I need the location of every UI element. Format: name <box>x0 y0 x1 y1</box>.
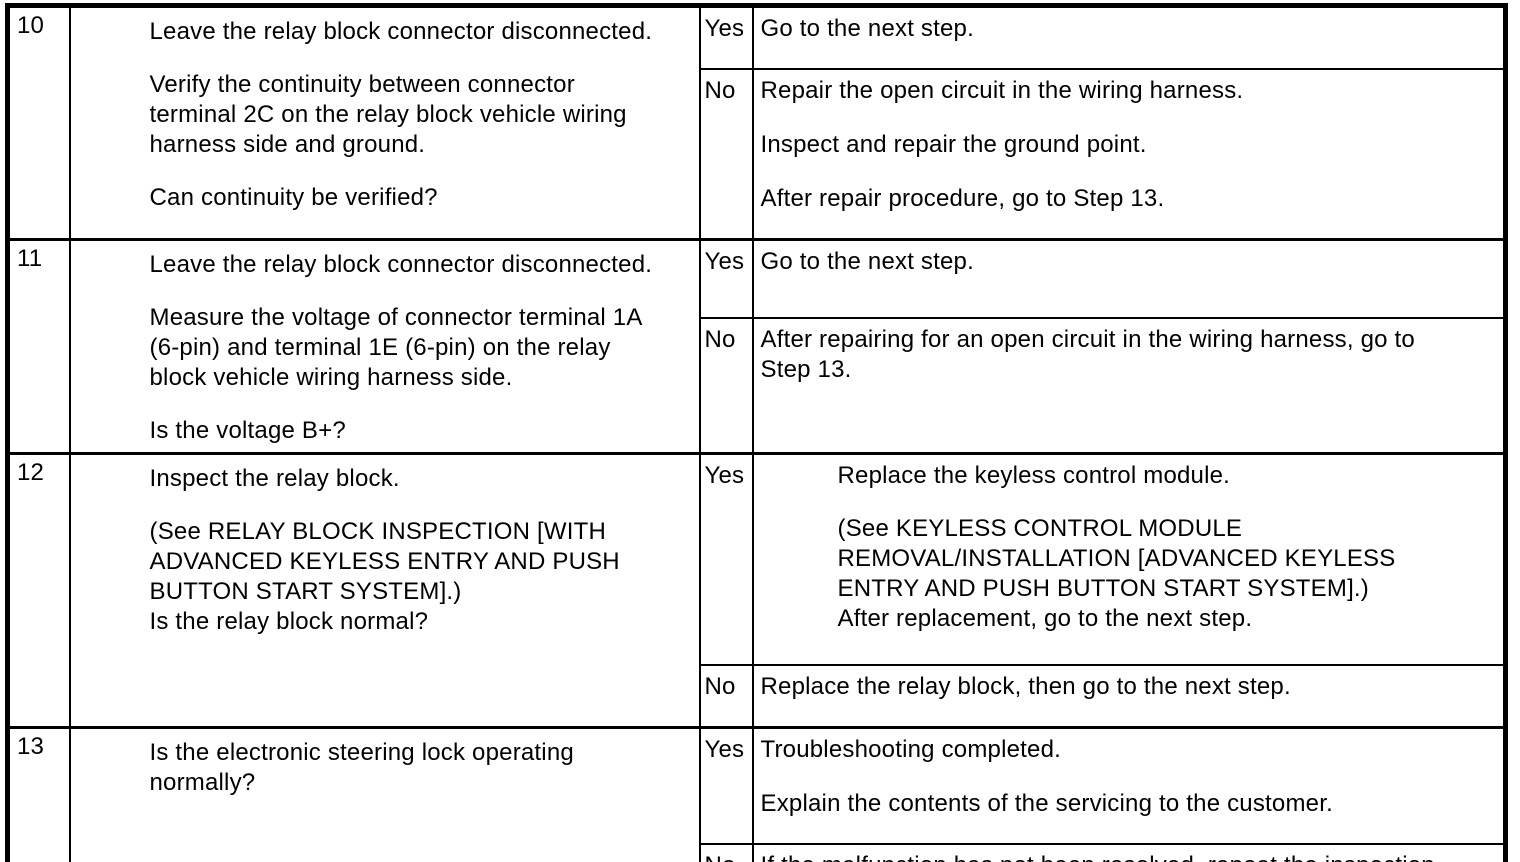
step-number: 12 <box>17 459 45 486</box>
action-text: Inspect the relay block. <box>149 465 400 492</box>
action-cell: Is the electronic steering lock operatin… <box>68 725 701 862</box>
result-text: After repairing for an open circuit in t… <box>760 325 1415 383</box>
result-text: After replacement, go to the next step. <box>837 605 1253 632</box>
result-text: After repair procedure, go to Step 13. <box>760 185 1165 212</box>
no-label-cell: No <box>698 842 754 862</box>
step-number-cell: 13 <box>6 725 71 862</box>
action-text: Is the electronic steering lock operatin… <box>149 738 574 796</box>
action-text: Verify the continuity between connector … <box>149 71 627 158</box>
action-item: Leave the relay block connector disconne… <box>72 17 698 47</box>
bullet-icon <box>119 17 150 47</box>
action-text: Measure the voltage of connector termina… <box>149 304 642 391</box>
bullet-icon <box>807 461 838 491</box>
step-number: 13 <box>17 732 45 760</box>
yes-result-cell: Go to the next step. <box>751 238 1507 319</box>
bullet-icon <box>119 250 150 280</box>
result-text: Replace the keyless control module. <box>837 462 1231 489</box>
action-item: Is the electronic steering lock operatin… <box>72 738 698 798</box>
yes-label-cell: Yes <box>698 725 754 845</box>
action-text: Leave the relay block connector disconne… <box>149 251 653 278</box>
no-label-cell: No <box>698 68 754 241</box>
action-text: Is the relay block normal? <box>149 608 429 635</box>
result-item: Replace the keyless control module. <box>761 461 1496 491</box>
action-item: Inspect the relay block. <box>72 464 698 494</box>
table-row: No If the malfunction has not been resol… <box>8 842 1507 862</box>
action-text: Can continuity be verified? <box>149 184 438 211</box>
table-row: 11 Leave the relay block connector disco… <box>6 238 1507 455</box>
yes-label: Yes <box>704 15 745 42</box>
no-result-cell: Repair the open circuit in the wiring ha… <box>751 68 1507 241</box>
result-text: Go to the next step. <box>760 15 974 42</box>
yes-label: Yes <box>704 735 745 763</box>
action-item: Can continuity be verified? <box>72 183 698 213</box>
step-number-cell: 10 <box>6 4 71 241</box>
step-number: 11 <box>17 245 43 272</box>
table-row: 10 Leave the relay block connector disco… <box>6 4 1507 241</box>
bullet-icon <box>119 464 150 494</box>
no-result-cell: After repairing for an open circuit in t… <box>751 316 1507 455</box>
action-cell: Leave the relay block connector disconne… <box>68 238 701 455</box>
yes-label-cell: Yes <box>698 452 754 666</box>
action-item: Is the relay block normal? <box>72 607 698 637</box>
yes-label: Yes <box>704 248 745 275</box>
result-text: Replace the relay block, then go to the … <box>760 672 1291 700</box>
yes-result-cell: Go to the next step. <box>751 4 1507 70</box>
no-label: No <box>704 325 736 353</box>
no-label: No <box>704 77 736 104</box>
table-row: No After repairing for an open circuit i… <box>8 316 1507 455</box>
action-item: Leave the relay block connector disconne… <box>72 250 698 280</box>
yes-result-cell: Troubleshooting completed. Explain the c… <box>751 725 1507 845</box>
no-label: No <box>704 672 736 700</box>
action-text: Leave the relay block connector disconne… <box>149 18 653 45</box>
result-text: Go to the next step. <box>760 248 974 275</box>
bullet-icon <box>119 607 150 637</box>
step-number-cell: 12 <box>6 452 71 728</box>
step-number-cell: 11 <box>6 238 71 455</box>
yes-label-cell: Yes <box>698 238 754 319</box>
action-cell: Inspect the relay block. (See RELAY BLOC… <box>68 452 701 728</box>
action-item: Measure the voltage of connector termina… <box>72 303 698 393</box>
bullet-icon <box>807 604 838 634</box>
result-text: Troubleshooting completed. <box>760 735 1061 763</box>
bullet-icon <box>119 70 150 160</box>
yes-label: Yes <box>704 462 745 489</box>
table-row: No Replace the relay block, then go to t… <box>8 663 1507 728</box>
bullet-icon <box>119 183 150 213</box>
result-text: Explain the contents of the servicing to… <box>760 789 1333 817</box>
result-text: If the malfunction has not been resolved… <box>761 851 1451 862</box>
table-row: No Repair the open circuit in the wiring… <box>8 68 1507 241</box>
result-text: Inspect and repair the ground point. <box>760 131 1147 158</box>
action-reference-note: (See RELAY BLOCK INSPECTION [WITH ADVANC… <box>149 518 620 605</box>
table-row: 12 Inspect the relay block. (See RELAY B… <box>6 452 1507 728</box>
action-item: Verify the continuity between connector … <box>72 70 698 160</box>
troubleshooting-table: 10 Leave the relay block connector disco… <box>5 3 1508 862</box>
action-text: Is the voltage B+? <box>149 417 346 444</box>
bullet-icon <box>119 416 150 446</box>
action-cell: Leave the relay block connector disconne… <box>68 4 701 241</box>
result-item: After replacement, go to the next step. <box>761 604 1496 634</box>
yes-label-cell: Yes <box>698 4 754 70</box>
action-item: Is the voltage B+? <box>72 416 698 446</box>
yes-result-cell: Replace the keyless control module. (See… <box>751 452 1507 666</box>
no-result-cell: Replace the relay block, then go to the … <box>751 663 1507 728</box>
result-text: Repair the open circuit in the wiring ha… <box>760 77 1244 104</box>
no-label-cell: No <box>698 316 754 455</box>
result-reference-note: (See KEYLESS CONTROL MODULE REMOVAL/INST… <box>837 515 1396 602</box>
no-label-cell: No <box>698 663 754 728</box>
table-row: 13 Is the electronic steering lock opera… <box>6 725 1507 862</box>
bullet-icon <box>119 303 150 393</box>
step-number: 10 <box>17 12 45 39</box>
no-result-cell: If the malfunction has not been resolved… <box>751 842 1507 862</box>
bullet-icon <box>119 738 150 798</box>
no-label: No <box>705 852 736 862</box>
